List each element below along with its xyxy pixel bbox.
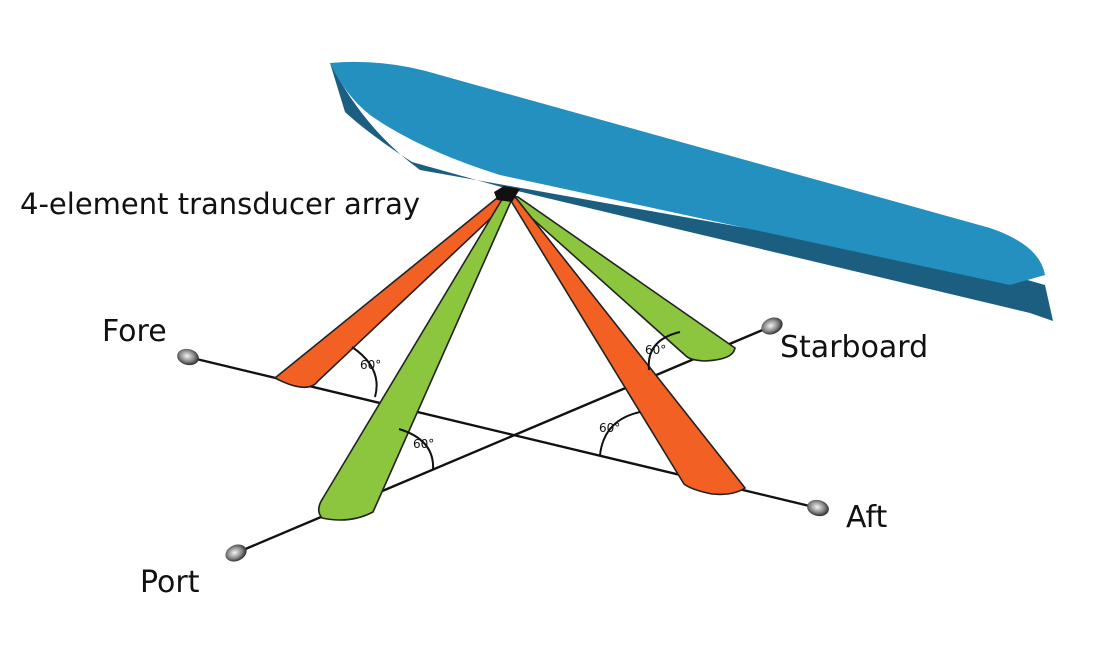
fore-beam	[273, 192, 512, 389]
aft-beam	[506, 194, 747, 496]
port-axis-cap	[225, 544, 247, 562]
hull-top	[330, 61, 1045, 286]
transducer-array	[494, 186, 520, 202]
fore-angle-arc	[351, 346, 378, 398]
aft-angle-label: 60°	[599, 421, 620, 435]
starboard-label: Starboard	[780, 330, 928, 365]
fore-axis-cap	[177, 348, 199, 366]
beams	[273, 192, 747, 521]
angle-arcs	[351, 331, 681, 471]
aft-axis-cap	[807, 499, 829, 517]
starboard-axis-cap	[761, 317, 783, 335]
port-angle-arc	[398, 428, 435, 471]
transducer-label: 4-element transducer array	[20, 187, 420, 221]
starboard-angle-arc	[647, 331, 681, 371]
aft-angle-arc	[599, 411, 641, 456]
port-label: Port	[140, 565, 200, 600]
port-beam	[317, 195, 514, 521]
hull-side	[330, 63, 1053, 321]
starboard-beam	[503, 193, 736, 362]
starboard-angle-label: 60°	[645, 343, 666, 357]
ship-hull	[330, 61, 1053, 321]
fore-angle-label: 60°	[360, 358, 381, 372]
port-angle-label: 60°	[413, 437, 434, 451]
fore-label: Fore	[102, 314, 167, 349]
aft-label: Aft	[846, 500, 887, 535]
